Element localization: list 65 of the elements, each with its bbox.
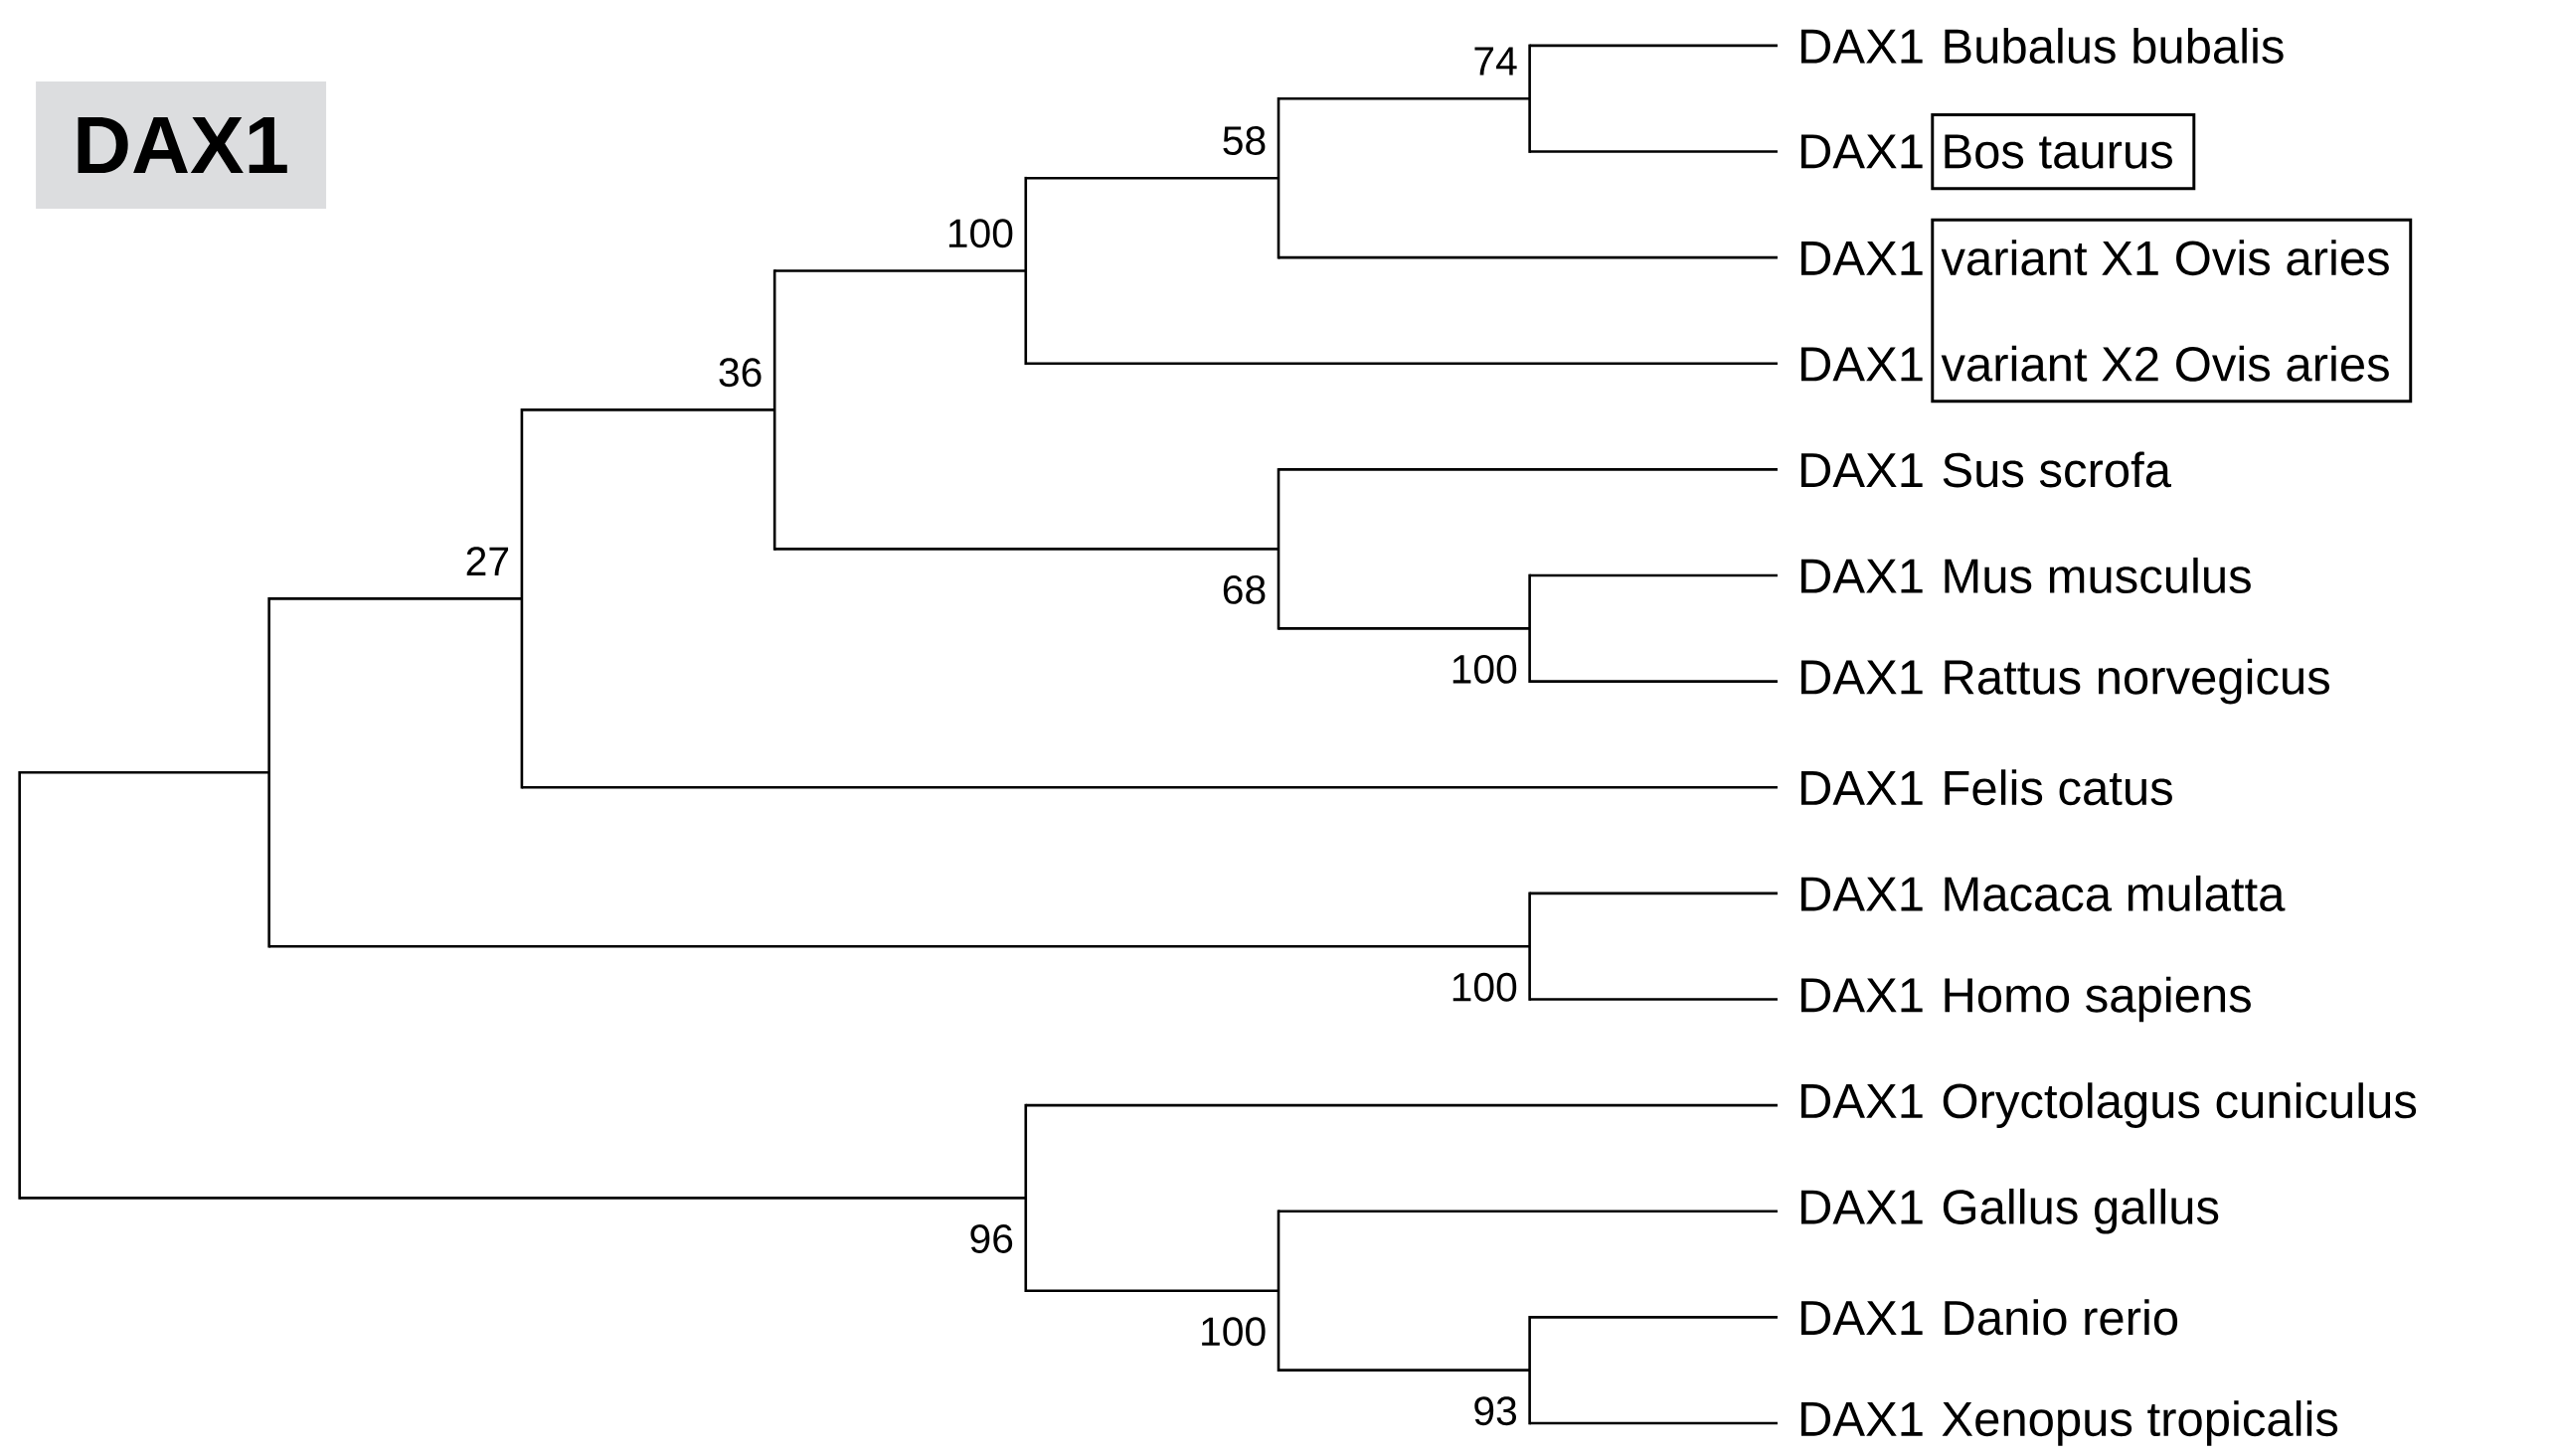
taxon-label: DAX1 variant X1 Ovis aries: [1801, 240, 2389, 276]
node-label: 68: [1223, 575, 1266, 604]
tree-branch: [268, 945, 1530, 948]
branch-node: 36: [719, 269, 776, 551]
taxon-label: DAX1 Bubalus bubalis: [1801, 28, 2284, 65]
tree-branch: [1025, 1103, 1778, 1107]
branch-node: 100: [948, 177, 1028, 366]
tree-branch: [19, 771, 269, 774]
node-label: 36: [719, 358, 762, 388]
tree-branch: [1278, 468, 1778, 471]
taxon-label: DAX1 Oryctolagus cuniculus: [1801, 1082, 2417, 1129]
taxon-label: DAX1 Bos taurus: [1801, 134, 2172, 169]
taxon-label: DAX1 Xenopus tropicalis: [1801, 1400, 2338, 1446]
branch-node: 27: [466, 408, 524, 789]
tree-branch: [774, 269, 1026, 272]
node-label: 93: [1474, 1396, 1516, 1426]
tree-branch: [521, 408, 775, 411]
branch-node: 74: [1474, 44, 1531, 153]
branch-node: 96: [970, 1103, 1028, 1293]
node-label: 27: [466, 547, 509, 575]
tree-branch: [1278, 1369, 1530, 1373]
node-label: 100: [1452, 972, 1517, 1002]
branch-node: 93: [1474, 1316, 1531, 1426]
tree-branch: [1529, 998, 1778, 1001]
tree-branch: [1529, 1316, 1778, 1319]
taxon-label: DAX1 Rattus norvegicus: [1801, 658, 2329, 705]
tree-branch: [774, 548, 1278, 551]
branch-node: 100: [1452, 573, 1531, 684]
taxon-label: DAX1 Gallus gallus: [1801, 1189, 2219, 1234]
node-label: 100: [1452, 654, 1517, 684]
node-label: 100: [1202, 1317, 1266, 1347]
tree-branch: [521, 786, 1778, 789]
tree-branch: [1529, 891, 1778, 895]
tree-branch: [1278, 1210, 1778, 1213]
tree-branch: [1025, 177, 1278, 180]
tree-branch: [268, 597, 522, 600]
tree-branch: [1529, 150, 1778, 153]
node-label: 74: [1474, 47, 1517, 76]
tree-branch: [1529, 680, 1778, 684]
node-label: 58: [1223, 126, 1266, 156]
branch-node: 100: [1452, 891, 1531, 1002]
tree-branch: [1529, 573, 1778, 577]
taxon-label: DAX1 Sus scrofa: [1801, 451, 2171, 488]
taxon-label: DAX1 variant X2 Ovis aries: [1801, 345, 2389, 382]
branch-node: 68: [1223, 468, 1280, 630]
taxon-label: DAX1 Felis catus: [1801, 769, 2172, 806]
tree-branch: [1025, 1289, 1278, 1293]
node-label: 100: [948, 219, 1013, 248]
tree-branch: [1278, 97, 1530, 100]
tree-branch: [19, 1197, 1026, 1200]
tree-branch: [1025, 362, 1778, 366]
branch-node: 58: [1223, 97, 1280, 259]
tree-branch: [1278, 627, 1530, 630]
tree-branch: [1529, 44, 1778, 48]
title-box: DAX1: [36, 81, 327, 210]
node-label: 96: [970, 1224, 1013, 1254]
tree-branch: [1278, 255, 1778, 259]
branch-node: [267, 597, 270, 948]
tree-branch: [1529, 1421, 1778, 1425]
taxon-label: DAX1 Danio rerio: [1801, 1299, 2178, 1336]
taxon-label: DAX1 Macaca mulatta: [1801, 876, 2286, 911]
branch-node: [18, 771, 21, 1200]
branch-node: 100: [1202, 1210, 1280, 1373]
taxon-label: DAX1 Homo sapiens: [1801, 976, 2251, 1023]
taxon-label: DAX1 Mus musculus: [1801, 558, 2251, 594]
